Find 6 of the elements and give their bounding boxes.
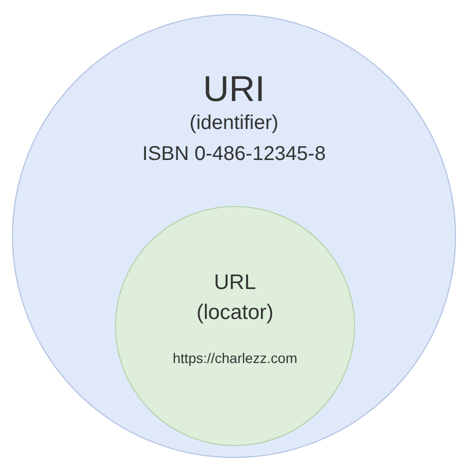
text-label: https://charlezz.com: [172, 351, 298, 365]
heading-label: URI: [203, 71, 265, 107]
text-label: (identifier): [190, 113, 278, 133]
heading-label: URL: [214, 272, 256, 293]
text-label: (locator): [196, 302, 274, 323]
text-label: ISBN 0-486-12345-8: [142, 144, 326, 164]
